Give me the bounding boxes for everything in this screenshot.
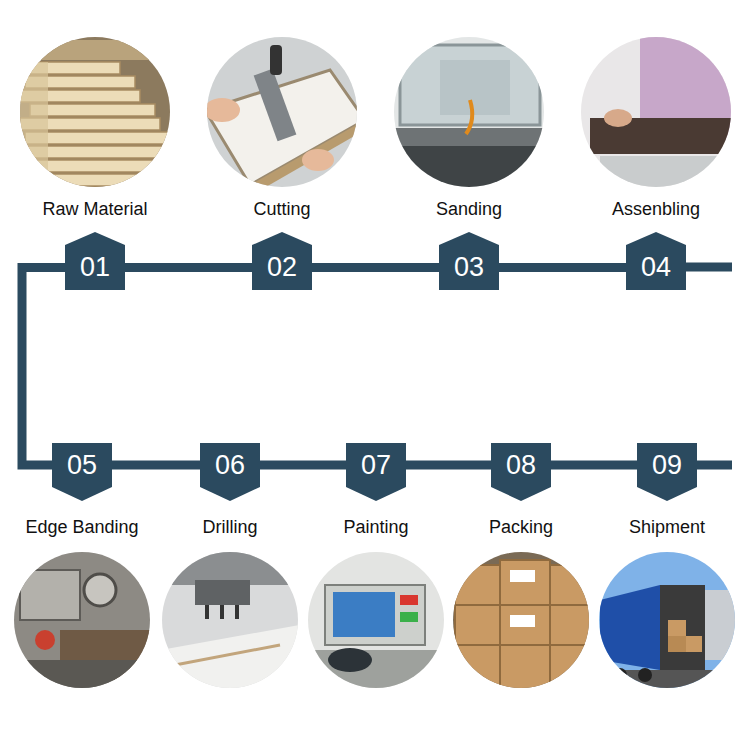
step-badge: 02Cutting <box>252 232 312 290</box>
painting-photo <box>305 550 450 690</box>
step-label: Sanding <box>436 199 502 219</box>
timeline-line <box>260 461 346 470</box>
step-label: Raw Material <box>42 199 147 219</box>
step-number: 01 <box>65 252 125 282</box>
step-number: 09 <box>637 450 697 480</box>
step-badge: 08Packing <box>491 443 551 501</box>
step-number: 04 <box>626 252 686 282</box>
timeline-line <box>499 263 626 272</box>
step-badge: 01Raw Material <box>65 232 125 290</box>
timeline-line <box>112 461 200 470</box>
sanding-photo <box>390 30 560 206</box>
timeline-line <box>125 263 252 272</box>
step-label: Assenbling <box>612 199 700 219</box>
step-number: 02 <box>252 252 312 282</box>
step-label: Edge Banding <box>25 517 138 537</box>
timeline-line <box>22 268 65 466</box>
step-badge: 04Assenbling <box>626 232 686 290</box>
step-number: 03 <box>439 252 499 282</box>
wood-photo <box>15 30 180 200</box>
timeline-tail <box>680 263 732 272</box>
drilling-photo <box>160 550 300 690</box>
step-badge: 06Drilling <box>200 443 260 501</box>
step-number: 08 <box>491 450 551 480</box>
step-number: 06 <box>200 450 260 480</box>
timeline-line <box>551 461 637 470</box>
step-number: 05 <box>52 450 112 480</box>
step-label: Packing <box>489 517 553 537</box>
step-label: Drilling <box>202 517 257 537</box>
timeline-line <box>406 461 491 470</box>
cutting-photo <box>200 30 370 200</box>
shipment-photo <box>595 550 740 690</box>
step-badge: 05Edge Banding <box>52 443 112 501</box>
assembling-photo <box>575 30 740 200</box>
step-label: Shipment <box>629 517 705 537</box>
step-number: 07 <box>346 450 406 480</box>
step-badge: 09Shipment <box>637 443 697 501</box>
timeline-line <box>312 263 439 272</box>
step-badge: 03Sanding <box>439 232 499 290</box>
packing-photo <box>450 550 595 690</box>
edge-banding-photo <box>10 550 155 690</box>
step-badge: 07Painting <box>346 443 406 501</box>
step-label: Cutting <box>253 199 310 219</box>
step-label: Painting <box>343 517 408 537</box>
